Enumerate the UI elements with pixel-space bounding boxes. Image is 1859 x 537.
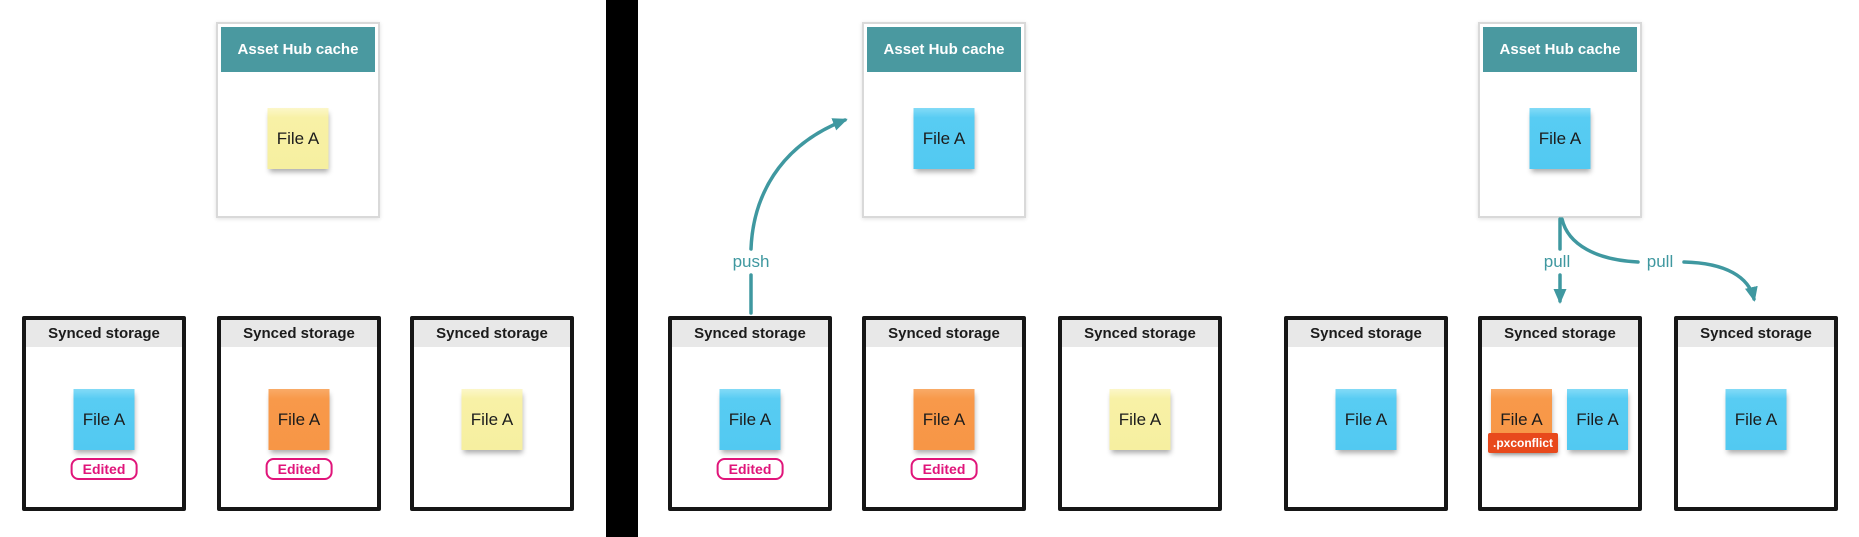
file-note: File A	[1529, 108, 1591, 169]
file-note: File A	[1725, 389, 1787, 450]
file-note: File A	[719, 389, 781, 450]
storage-box: Synced storage File A .pxconflict File A	[1478, 316, 1642, 511]
storage-box: Synced storage File A Edited	[668, 316, 832, 511]
file-note: File A	[1109, 389, 1171, 450]
cache-box: Asset Hub cache File A	[862, 22, 1026, 218]
storage-header: Synced storage	[1288, 320, 1444, 347]
push-arrow	[749, 118, 848, 315]
file-note: File A	[1567, 389, 1628, 450]
cache-header: Asset Hub cache	[1483, 27, 1637, 72]
storage-header: Synced storage	[1678, 320, 1834, 347]
storage-header: Synced storage	[1482, 320, 1638, 347]
file-note: File A	[461, 389, 523, 450]
storage-box: Synced storage File A	[410, 316, 574, 511]
cache-box: Asset Hub cache File A	[1478, 22, 1642, 218]
storage-box: Synced storage File A	[1284, 316, 1448, 511]
pull-label: pull	[1541, 252, 1573, 272]
storage-header: Synced storage	[26, 320, 182, 347]
file-note: File A	[913, 389, 975, 450]
storage-header: Synced storage	[1062, 320, 1218, 347]
pxconflict-badge: .pxconflict	[1488, 433, 1559, 453]
storage-box: Synced storage File A Edited	[862, 316, 1026, 511]
storage-box: Synced storage File A Edited	[217, 316, 381, 511]
panel-divider	[606, 0, 638, 537]
storage-header: Synced storage	[221, 320, 377, 347]
edited-badge: Edited	[910, 458, 978, 480]
file-note: File A	[267, 108, 329, 169]
file-note: File A	[268, 389, 330, 450]
pull-label: pull	[1644, 252, 1676, 272]
storage-box: Synced storage File A Edited	[22, 316, 186, 511]
file-note: File A	[1335, 389, 1397, 450]
storage-header: Synced storage	[414, 320, 570, 347]
edited-badge: Edited	[716, 458, 784, 480]
file-note: File A	[913, 108, 975, 169]
file-note: File A	[73, 389, 135, 450]
cache-header: Asset Hub cache	[867, 27, 1021, 72]
cache-box: Asset Hub cache File A	[216, 22, 380, 218]
storage-header: Synced storage	[672, 320, 828, 347]
cache-header: Asset Hub cache	[221, 27, 375, 72]
storage-box: Synced storage File A	[1058, 316, 1222, 511]
push-label: push	[730, 252, 772, 272]
storage-header: Synced storage	[866, 320, 1022, 347]
edited-badge: Edited	[70, 458, 138, 480]
edited-badge: Edited	[265, 458, 333, 480]
storage-box: Synced storage File A	[1674, 316, 1838, 511]
